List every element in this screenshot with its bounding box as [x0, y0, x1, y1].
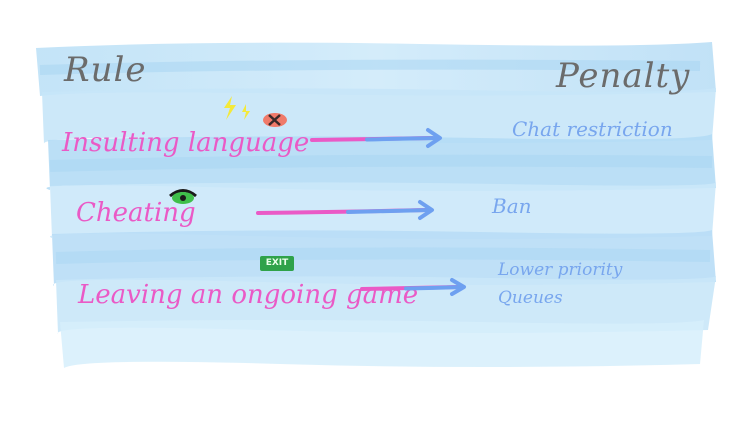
eye-icon [169, 189, 197, 204]
arrow-2 [256, 200, 434, 220]
penalty-ban: Ban [492, 194, 532, 218]
penalty-header: Penalty [556, 56, 691, 96]
exit-sign-icon: EXIT [260, 256, 294, 271]
penalty-chat-restriction: Chat restriction [512, 117, 673, 141]
arrow-1 [310, 128, 442, 148]
rule-header: Rule [64, 50, 147, 90]
rule-leaving-ongoing-game: Leaving an ongoing game [78, 280, 419, 310]
lightning-icon [224, 96, 250, 120]
rule-insulting-language: Insulting language [62, 128, 310, 158]
rule-cheating: Cheating [76, 198, 196, 228]
mouth-censored-icon [263, 113, 287, 127]
arrow-3 [360, 278, 466, 296]
penalty-queues: Queues [498, 288, 563, 308]
penalty-lower-priority: Lower priority [498, 260, 623, 280]
